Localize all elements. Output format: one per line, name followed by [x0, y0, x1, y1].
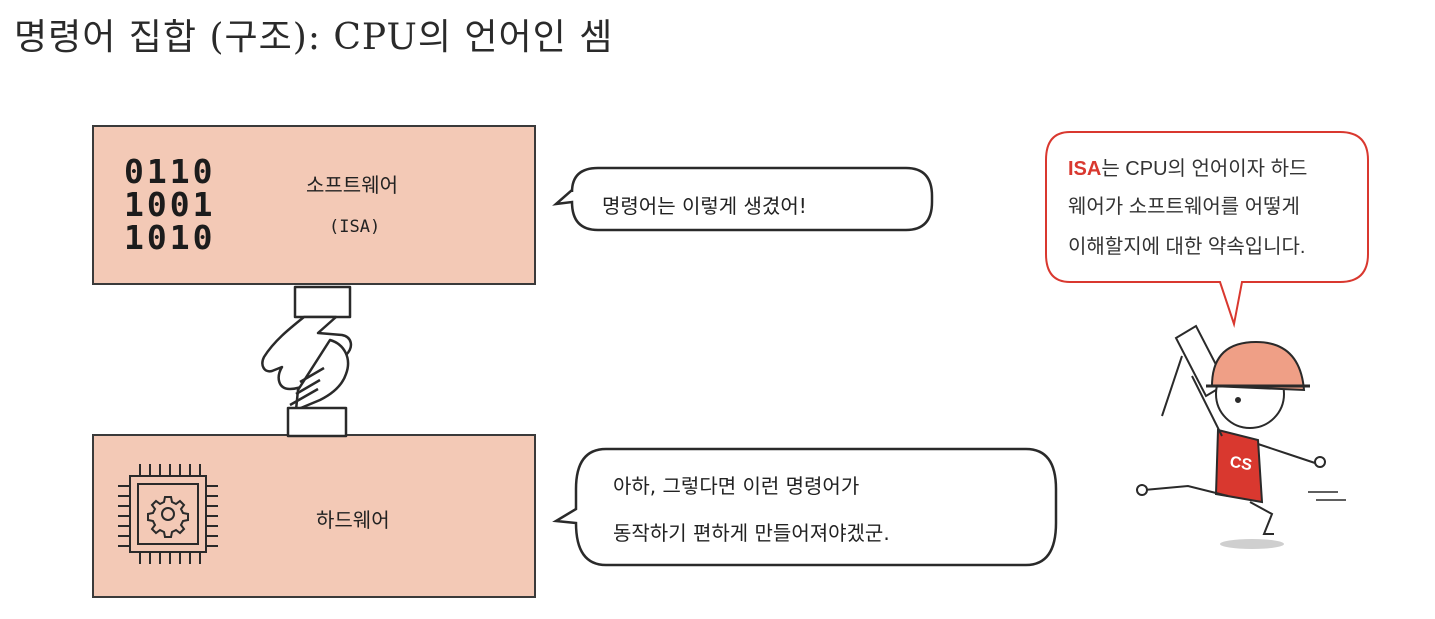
- cs-character-icon: [1136, 324, 1346, 549]
- page-title: 명령어 집합 (구조): CPU의 언어인 셈: [14, 17, 614, 58]
- hardware-box: 하드웨어: [92, 434, 536, 598]
- bubble-bottom-line2: 동작하기 편하게 만들어져야겠군.: [613, 521, 890, 545]
- speech-bubble-top: [552, 166, 934, 232]
- software-label: 소프트웨어: [306, 173, 398, 197]
- binary-line: 0110: [124, 152, 216, 191]
- binary-code: 0110 1001 1010: [124, 155, 215, 254]
- character-bubble-line1-rest: 는 CPU의 언어이자 하드: [1101, 158, 1308, 180]
- character-bubble-line1: ISA는 CPU의 언어이자 하드: [1068, 152, 1307, 181]
- character-bubble-line3: 이해할지에 대한 약속입니다.: [1068, 236, 1306, 258]
- software-box: 0110 1001 1010 소프트웨어 (ISA): [92, 125, 536, 285]
- isa-label: (ISA): [329, 217, 381, 237]
- handshake-icon: [261, 285, 353, 438]
- cpu-chip-icon: [118, 464, 218, 564]
- hardware-label: 하드웨어: [316, 508, 390, 532]
- binary-line: 1010: [124, 218, 216, 257]
- speech-bubble-bottom: [552, 447, 1058, 567]
- character-bubble-line2: 웨어가 소프트웨어를 어떻게: [1068, 196, 1300, 218]
- isa-highlight: ISA: [1068, 158, 1102, 180]
- bubble-bottom-line1: 아하, 그렇다면 이런 명령어가: [613, 474, 860, 498]
- bubble-top-text: 명령어는 이렇게 생겼어!: [602, 194, 807, 218]
- shirt-label: CS: [1228, 454, 1253, 475]
- binary-line: 1001: [124, 185, 216, 224]
- speech-bubble-character: [1045, 131, 1369, 328]
